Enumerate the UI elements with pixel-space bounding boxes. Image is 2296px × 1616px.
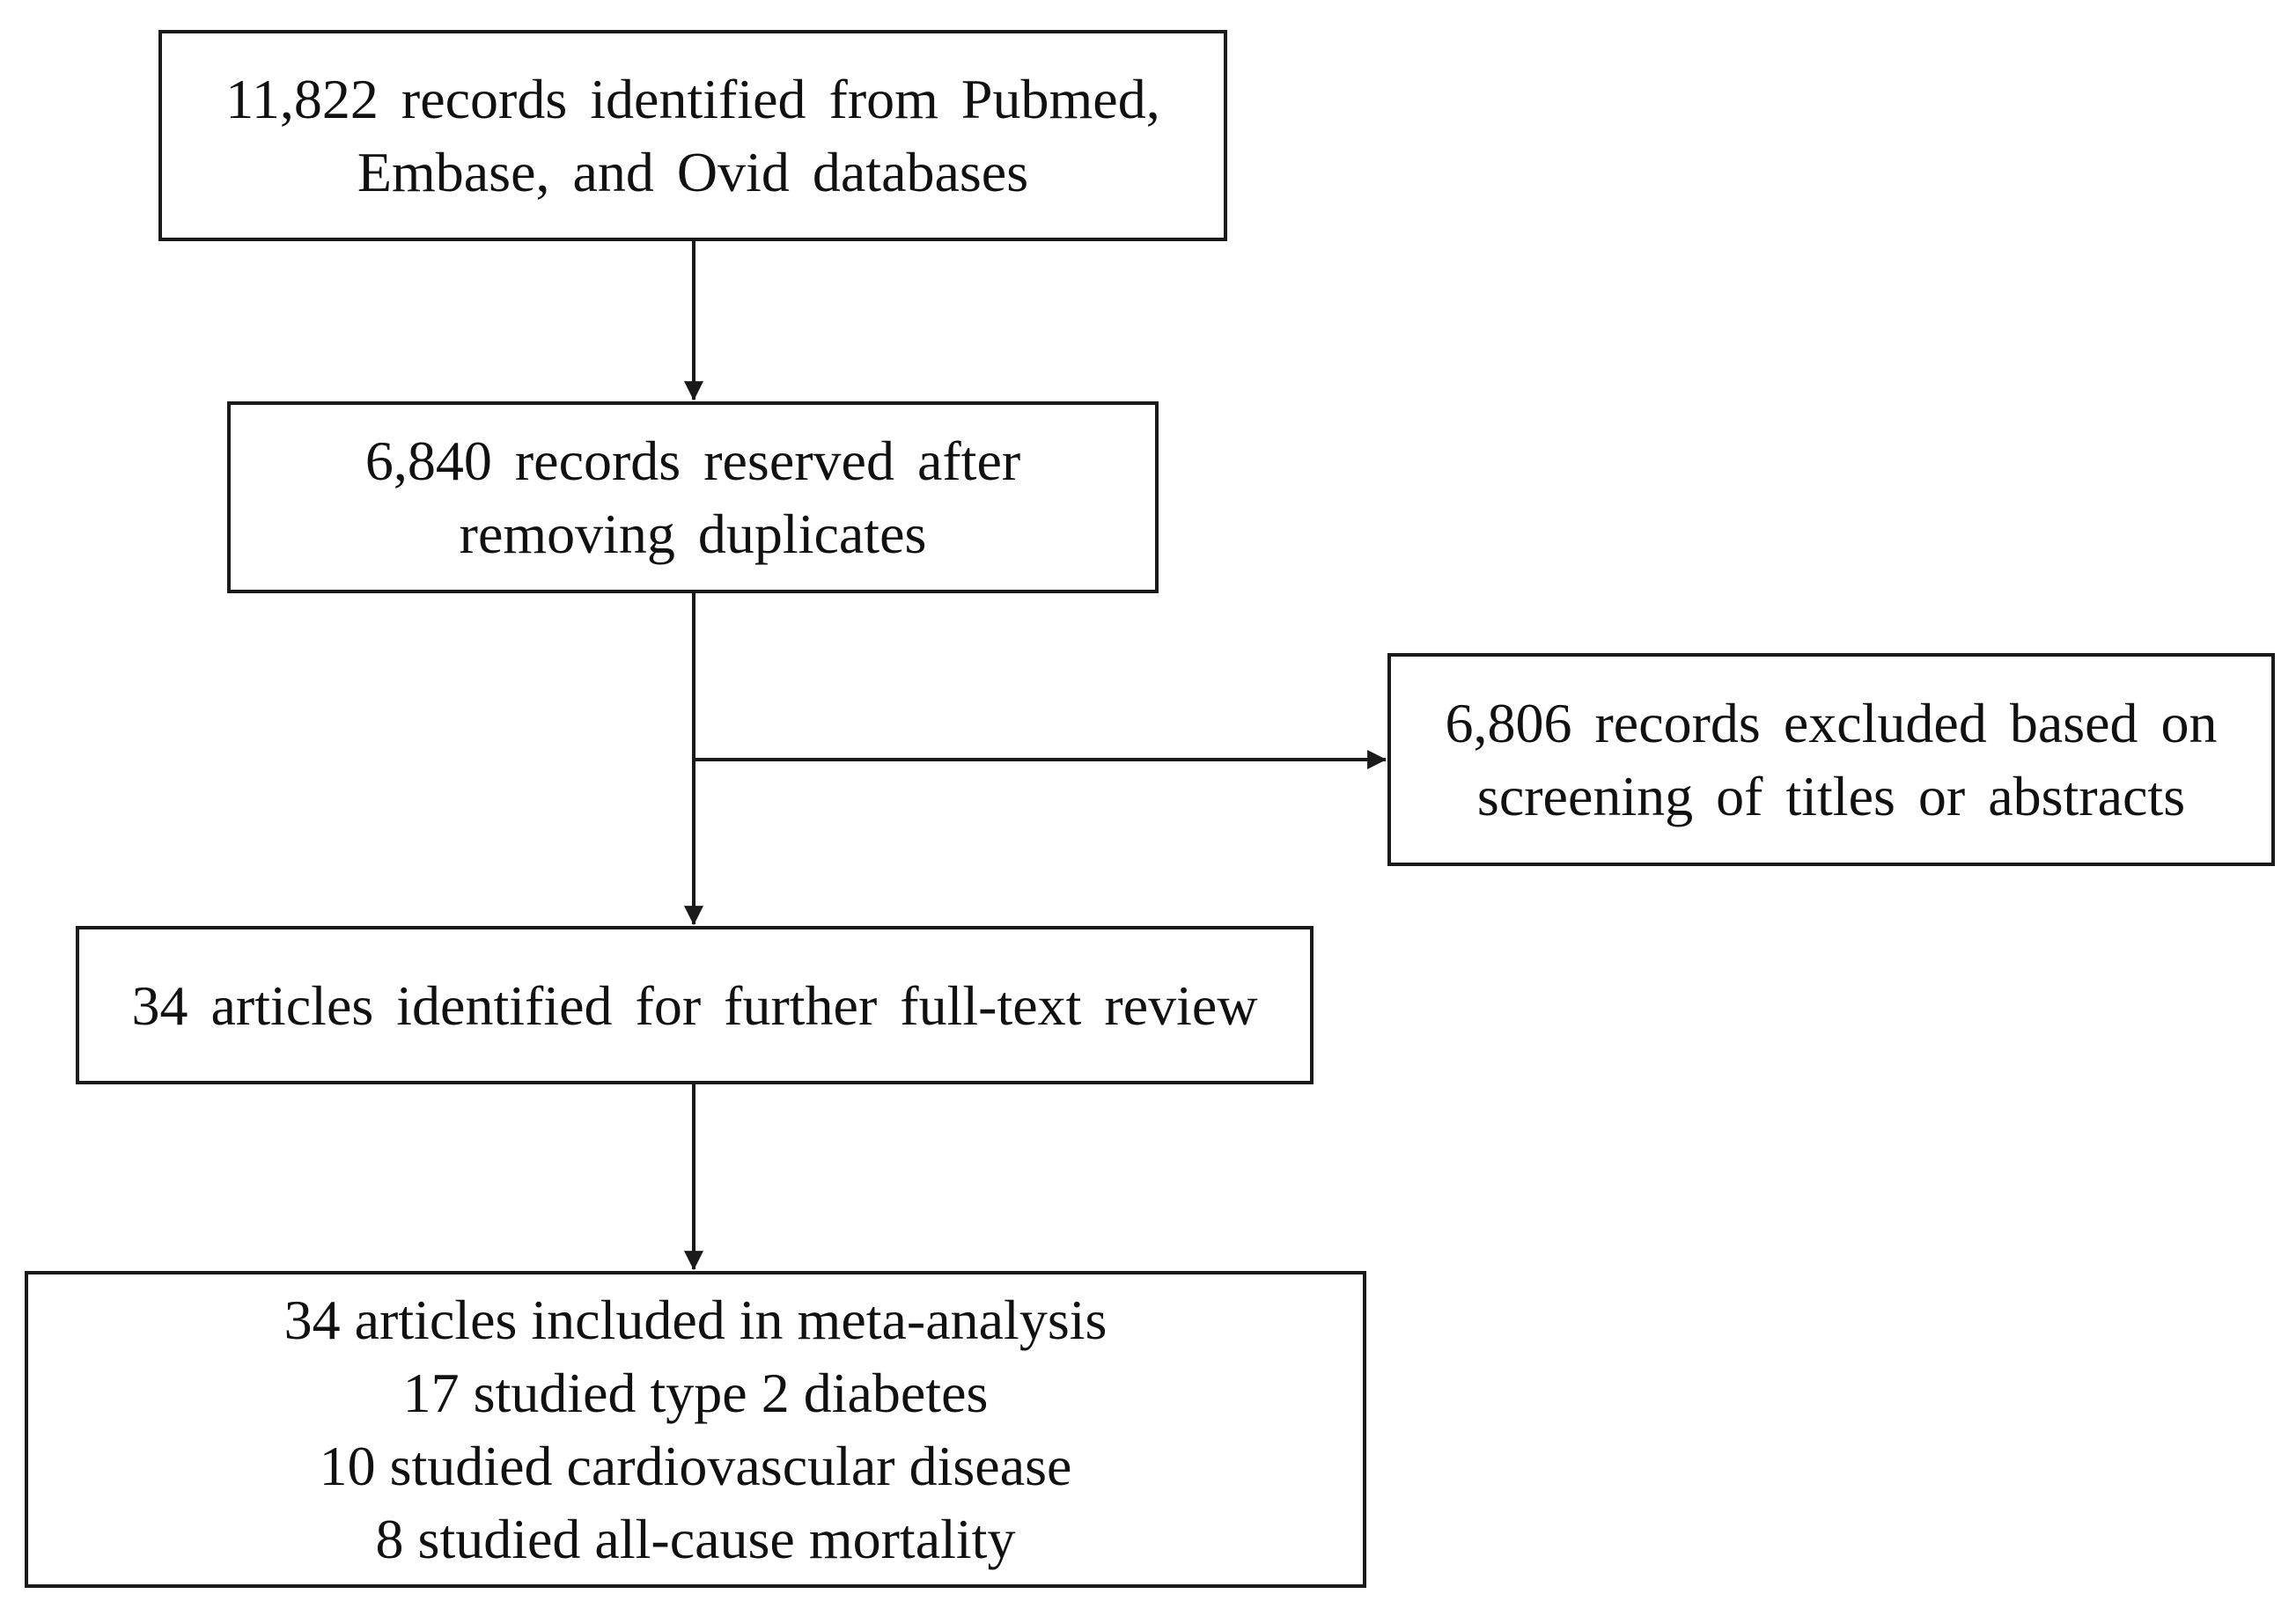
reserved-records-line-1: 6,840 records reserved after	[364, 430, 1021, 492]
identified-records-box: 11,822 records identified from Pubmed, E…	[158, 30, 1227, 241]
included-articles-line-4: 8 studied all-cause mortality	[375, 1508, 1016, 1570]
included-articles-line-3: 10 studied cardiovascular disease	[319, 1435, 1072, 1497]
excluded-records-line-2: screening of titles or abstracts	[1476, 765, 2186, 827]
reserved-records-box: 6,840 records reserved after removing du…	[227, 401, 1159, 593]
included-articles-line-2: 17 studied type 2 diabetes	[402, 1362, 989, 1424]
included-articles-box: 34 articles included in meta-analysis 17…	[25, 1271, 1366, 1588]
identified-records-line-2: Embase, and Ovid databases	[357, 141, 1029, 203]
reserved-records-line-2: removing duplicates	[459, 503, 927, 565]
included-articles-line-1: 34 articles included in meta-analysis	[283, 1289, 1108, 1351]
excluded-records-line-1: 6,806 records excluded based on	[1445, 692, 2218, 754]
full-text-review-line-1: 34 articles identified for further full-…	[131, 973, 1258, 1037]
full-text-review-box: 34 articles identified for further full-…	[76, 926, 1314, 1084]
excluded-records-box: 6,806 records excluded based on screenin…	[1387, 653, 2275, 866]
identified-records-line-1: 11,822 records identified from Pubmed,	[225, 68, 1160, 130]
